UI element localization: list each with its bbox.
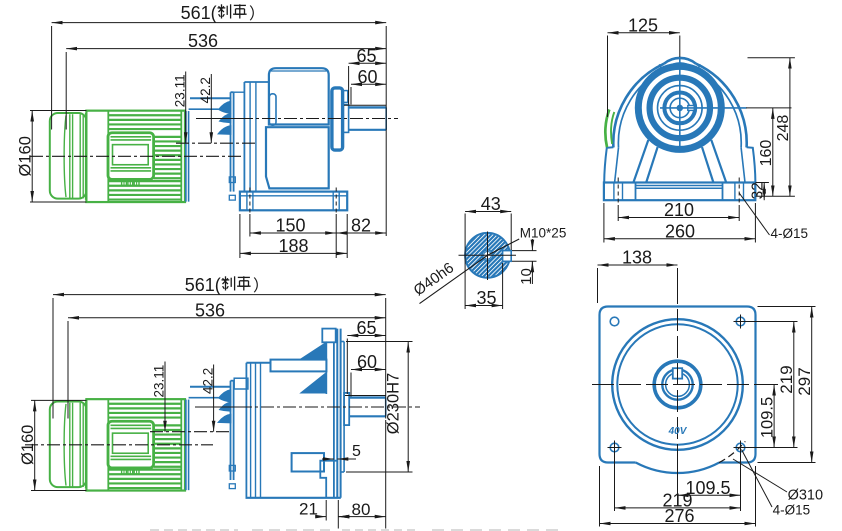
svg-text:80: 80 <box>352 500 371 519</box>
svg-text:4-Ø15: 4-Ø15 <box>773 503 811 518</box>
svg-text:4-Ø15: 4-Ø15 <box>771 226 809 241</box>
svg-text:42.2: 42.2 <box>200 368 215 394</box>
svg-text:Ø310: Ø310 <box>788 488 823 504</box>
svg-text:260: 260 <box>665 222 695 242</box>
svg-text:82: 82 <box>351 216 371 236</box>
svg-text:40V: 40V <box>668 426 688 437</box>
svg-text:219: 219 <box>662 491 692 511</box>
svg-text:）: ） <box>253 277 269 295</box>
svg-text:Ø160: Ø160 <box>19 425 37 465</box>
svg-text:10: 10 <box>518 268 535 285</box>
svg-text:160: 160 <box>758 140 775 167</box>
svg-text:23.11: 23.11 <box>152 365 167 398</box>
svg-text:5: 5 <box>352 443 361 460</box>
svg-text:）: ） <box>249 5 265 23</box>
svg-text:65: 65 <box>356 46 376 66</box>
svg-text:M10*25: M10*25 <box>520 226 567 241</box>
svg-text:109.5: 109.5 <box>685 478 730 498</box>
svg-text:536: 536 <box>195 300 225 320</box>
svg-text:60: 60 <box>357 352 377 372</box>
svg-text:43: 43 <box>481 194 501 214</box>
svg-text:276: 276 <box>664 506 694 526</box>
svg-text:65: 65 <box>356 318 376 338</box>
svg-text:219: 219 <box>777 365 796 393</box>
svg-text:35: 35 <box>476 288 496 308</box>
svg-text:188: 188 <box>278 236 308 256</box>
svg-text:60: 60 <box>357 67 377 87</box>
svg-text:21: 21 <box>299 500 318 519</box>
svg-text:109.5: 109.5 <box>758 397 776 438</box>
svg-text:561(: 561( <box>181 3 217 23</box>
svg-text:42.2: 42.2 <box>198 77 213 103</box>
svg-text:23.11: 23.11 <box>172 74 187 107</box>
svg-text:Ø230H7: Ø230H7 <box>385 373 403 434</box>
svg-text:Ø160: Ø160 <box>16 136 34 176</box>
svg-text:138: 138 <box>622 248 652 268</box>
svg-text:210: 210 <box>664 200 694 220</box>
svg-text:125: 125 <box>628 16 658 36</box>
svg-text:32: 32 <box>750 182 767 199</box>
svg-text:297: 297 <box>795 367 814 395</box>
svg-text:248: 248 <box>775 115 792 142</box>
svg-text:536: 536 <box>188 31 218 51</box>
svg-text:561(: 561( <box>185 275 221 295</box>
svg-text:150: 150 <box>275 216 305 236</box>
